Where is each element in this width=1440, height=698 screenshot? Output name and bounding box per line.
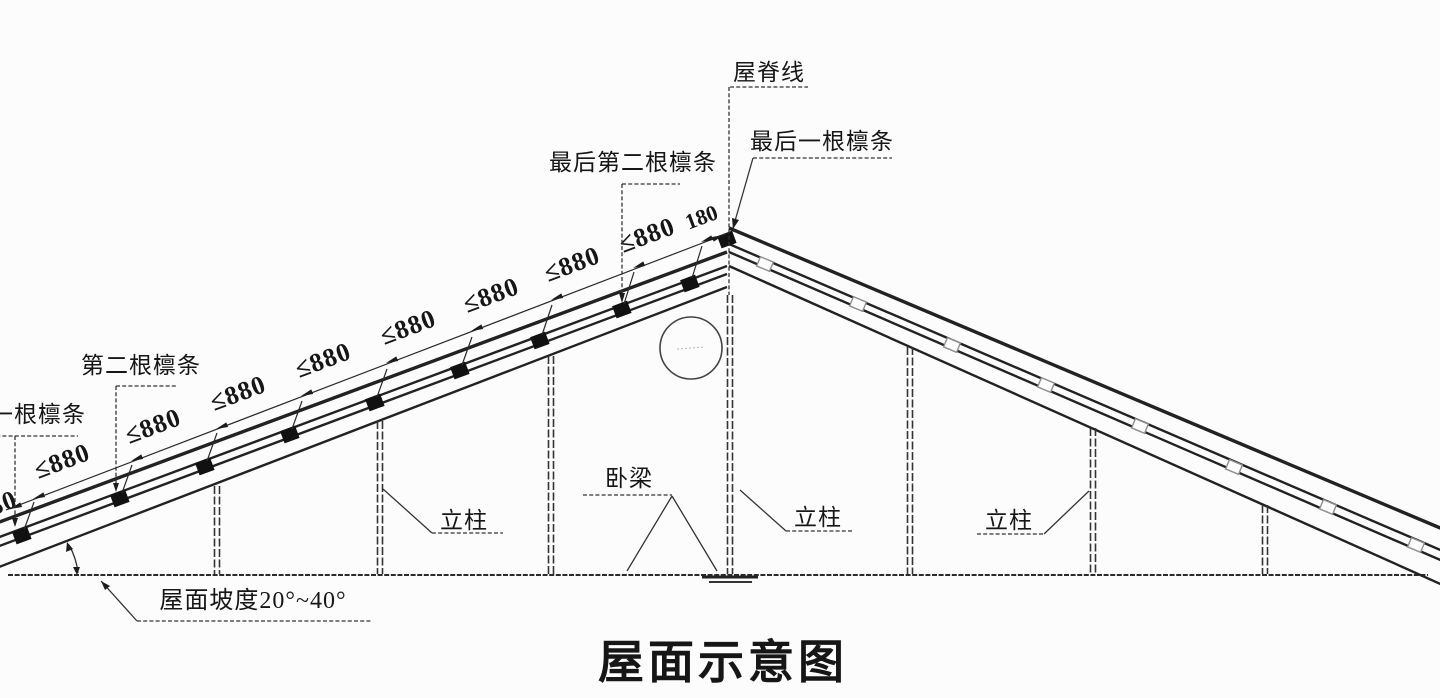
column-label: 立柱 bbox=[440, 508, 488, 533]
detail-circle bbox=[659, 316, 723, 380]
last-purlin-callout: 最后一根檩条 bbox=[732, 129, 894, 229]
slope-angle-callout: 屋面坡度20°~40° bbox=[66, 542, 372, 622]
spacing-label: ≤880 bbox=[206, 369, 270, 416]
column-label: 立柱 bbox=[985, 508, 1033, 533]
beam-label: 卧梁 bbox=[605, 466, 653, 491]
purlins-left bbox=[12, 230, 737, 545]
purlin-tick bbox=[1036, 376, 1056, 394]
column-left-2 bbox=[376, 421, 384, 574]
spacing-label: ≤880 bbox=[291, 336, 355, 383]
last-purlin-label: 最后一根檩条 bbox=[750, 129, 894, 154]
spacing-label: ≤880 bbox=[459, 271, 523, 318]
second-purlin-callout: 第二根檩条 bbox=[81, 353, 201, 492]
first-purlin-callout: 一根檩条 bbox=[0, 402, 86, 527]
second-purlin-label: 第二根檩条 bbox=[81, 353, 201, 378]
ridge-line-callout: 屋脊线 bbox=[728, 60, 808, 295]
column-callout-left: 立柱 bbox=[382, 488, 503, 534]
purlin bbox=[680, 274, 700, 293]
purlin bbox=[530, 331, 550, 350]
roof-right-slope bbox=[728, 226, 1440, 586]
second-last-purlin-label: 最后第二根檩条 bbox=[549, 150, 717, 175]
purlin-tick bbox=[1318, 498, 1338, 516]
second-last-purlin-callout: 最后第二根檩条 bbox=[549, 150, 717, 303]
spacing-label: ≤880 bbox=[615, 211, 679, 258]
column-right-3 bbox=[1261, 505, 1269, 574]
purlin bbox=[12, 526, 32, 545]
roof-left-slope bbox=[0, 250, 728, 568]
purlin-tick bbox=[1130, 417, 1150, 435]
purlin bbox=[280, 425, 300, 444]
column-callout-center: 立柱 bbox=[739, 489, 852, 532]
purlin-tick bbox=[942, 336, 962, 354]
spacing-label-partial: ≤880 bbox=[0, 484, 21, 531]
ridge-offset-label: 180 bbox=[682, 199, 722, 234]
dimension-chain bbox=[5, 233, 727, 531]
column-label: 立柱 bbox=[794, 505, 842, 530]
purlin-tick bbox=[755, 255, 775, 273]
spacing-label: ≤880 bbox=[30, 437, 94, 484]
slope-range-label: 屋面坡度20°~40° bbox=[159, 587, 346, 614]
column-right-2 bbox=[1089, 428, 1097, 574]
column-right-1 bbox=[906, 347, 914, 574]
diagram-title: 屋面示意图 bbox=[598, 637, 848, 688]
purlin-tick bbox=[1224, 458, 1244, 476]
spacing-label: ≤880 bbox=[376, 303, 440, 350]
purlin bbox=[450, 361, 470, 380]
column-left-1 bbox=[213, 486, 221, 574]
ridge-line-label: 屋脊线 bbox=[733, 60, 805, 85]
purlins-right bbox=[755, 255, 1426, 554]
purlin-tick bbox=[848, 295, 868, 313]
first-purlin-label: 一根檩条 bbox=[0, 402, 86, 427]
spacing-label: ≤880 bbox=[540, 240, 604, 287]
purlin bbox=[612, 300, 632, 319]
columns bbox=[213, 295, 1269, 583]
column-center bbox=[702, 295, 758, 583]
purlin bbox=[365, 393, 385, 412]
beam-callout: 卧梁 bbox=[583, 466, 718, 572]
purlin-tick bbox=[1406, 536, 1426, 554]
column-left-3 bbox=[547, 356, 555, 574]
purlin bbox=[195, 457, 215, 476]
spacing-label: ≤880 bbox=[121, 402, 185, 449]
purlin bbox=[110, 489, 130, 508]
column-callout-right: 立柱 bbox=[977, 490, 1090, 535]
